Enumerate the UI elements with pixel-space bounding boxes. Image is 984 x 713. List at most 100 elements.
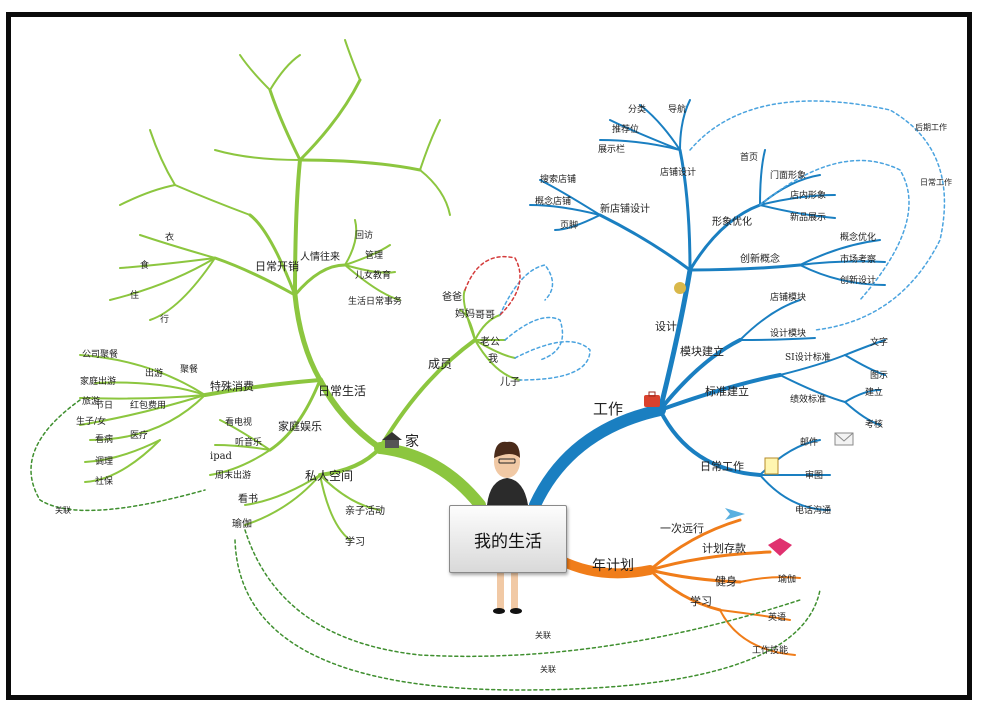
label-image-0: 首页 [740,151,758,163]
center-node-board: 我的生活 [449,505,567,573]
label-member-2: 哥哥 [475,309,495,321]
label-fixed-0: 衣 [165,231,174,243]
label-design-3: 推荐位 [612,123,639,135]
label-private-0: 看书 [238,492,258,505]
gear-icon [674,282,686,294]
label-fixed: 日常开销 [255,259,299,273]
label-daily-work-2: 电话沟通 [795,504,831,516]
label-plan-2: 健身 [715,574,737,588]
label-standard-1: 文字 [870,336,888,348]
label-design: 设计 [655,320,677,333]
label-image-2: 店内形象 [790,189,826,201]
text-labels: 家 成员 爸爸 妈妈 哥哥 老公 我 儿子 日常生活 日常开销 衣 食 住 行 … [55,103,952,674]
label-standard-5: 考核 [865,418,883,430]
label-design-0: 店铺设计 [660,166,696,178]
label-misc: 人情往来 [300,250,340,263]
briefcase-icon [644,391,660,407]
label-work-dotted-1: 日常工作 [920,177,952,187]
label-ent: 家庭娱乐 [278,419,322,433]
label-image-1: 门面形象 [770,169,806,181]
label-special-6: 家庭出游 [80,375,116,387]
label-daily-work-1: 审图 [805,469,823,481]
label-ent-0: 看电视 [225,416,252,428]
label-standard: 标准建立 [705,384,749,398]
label-plan-0: 一次远行 [660,521,704,535]
label-ent-1: 听音乐 [235,436,262,448]
label-connector-bottom-1: 关联 [535,630,551,640]
trunk-work [529,404,666,511]
label-plan-5: 英语 [768,611,786,623]
center-node-title: 我的生活 [474,531,542,552]
label-module-0: 店铺模块 [770,291,806,303]
label-misc-3: 生活日常事务 [348,295,402,307]
label-misc-2: 儿女教育 [355,269,391,281]
label-plan: 年计划 [592,558,634,574]
label-members: 成员 [428,357,452,371]
trunk-home [374,442,486,511]
label-fixed-1: 食 [140,259,149,271]
label-standard-4: 建立 [865,386,883,398]
notepad-icon [764,457,779,475]
label-plan-3: 瑜伽 [778,573,796,585]
label-private-2: 亲子活动 [345,504,385,517]
label-design-1: 分类 [628,103,646,115]
label-module-1: 设计模块 [770,327,806,339]
label-daily-work-0: 邮件 [800,436,818,448]
label-new-store-2: 页脚 [560,220,578,231]
label-special-3: 节日 [95,400,113,411]
label-special-11: 社保 [95,475,113,487]
trunk-plan [555,555,655,579]
label-special-0: 出游 [145,367,163,379]
label-plan-4: 学习 [690,594,712,608]
label-member-5: 儿子 [500,376,520,388]
label-special-9: 看病 [95,433,113,445]
label-special-5: 旅游 [82,395,100,407]
label-image: 形象优化 [712,215,752,228]
label-special-2: 红包费用 [130,399,166,411]
picture-frame [6,12,972,700]
label-work: 工作 [593,400,623,418]
label-misc-1: 管理 [365,249,383,261]
house-icon [382,432,402,448]
label-new-store-0: 搜索店铺 [540,173,576,185]
label-innovate: 创新概念 [740,252,780,265]
label-plan-6: 工作技能 [752,644,788,656]
label-special: 特殊消费 [210,379,254,393]
businesswoman-figure [487,441,528,614]
label-module: 模块建立 [680,344,724,358]
label-connector-bottom-2: 关联 [540,664,556,674]
label-innovate-2: 创新设计 [840,274,876,286]
label-special-7: 公司聚餐 [82,348,118,360]
label-ent-3: 周末出游 [215,469,251,481]
label-private-1: 瑜伽 [232,517,252,530]
label-special-4: 医疗 [130,429,148,441]
label-work-dotted-0: 后期工作 [915,122,947,132]
label-ent-2: ipad [210,451,233,462]
label-member-1: 妈妈 [455,307,475,320]
label-member-4: 我 [488,353,498,365]
label-private-3: 学习 [345,535,365,548]
label-private: 私人空间 [305,469,353,483]
label-member-0: 爸爸 [442,290,462,303]
label-plan-1: 计划存款 [702,541,746,555]
label-home: 家 [405,433,419,450]
label-member-3: 老公 [480,335,500,348]
label-fixed-3: 行 [160,313,169,325]
label-daily: 日常生活 [318,384,366,398]
mail-icon [834,432,854,446]
label-standard-3: 绩效标准 [790,393,826,405]
gem-icon [768,538,792,556]
label-daily-work: 日常工作 [700,460,744,473]
plan-branches [648,518,801,656]
label-special-10: 调理 [95,456,113,467]
dotted-connectors [30,100,946,691]
label-special-8: 生子/女 [76,415,106,427]
label-image-3: 新品展示 [790,211,826,223]
label-design-2: 导航 [668,103,686,115]
label-misc-0: 回访 [355,230,373,241]
label-innovate-1: 市场考察 [840,253,876,265]
label-standard-0: SI设计标准 [785,351,831,363]
label-standard-2: 图示 [870,370,888,381]
label-connector-home-left: 关联 [55,505,71,515]
